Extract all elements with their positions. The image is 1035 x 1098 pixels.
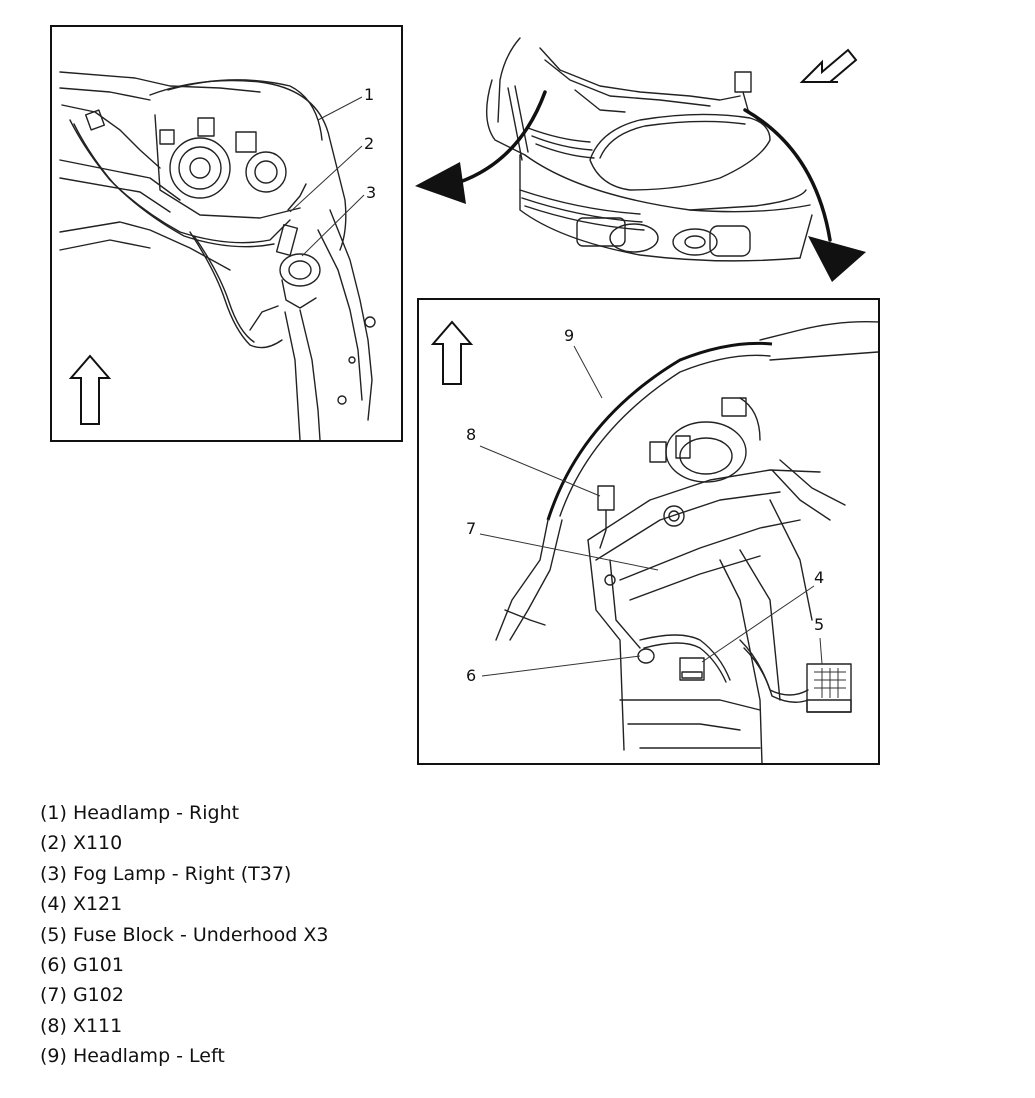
legend-item-x111: (8) X111 <box>40 1014 123 1037</box>
callout-6: 6 <box>466 666 476 685</box>
fuse-block-grid <box>814 668 846 698</box>
orientation-arrow-icon-2 <box>430 320 474 385</box>
callout-4: 4 <box>814 568 824 587</box>
panel-right-headlamp <box>50 25 403 442</box>
callout-3: 3 <box>366 183 376 202</box>
leaders-panel-a <box>289 96 365 257</box>
curved-arrow-left-icon <box>415 162 466 204</box>
left-headlamp-illustration <box>495 321 878 763</box>
vehicle-front-overview <box>485 37 813 262</box>
callout-8: 8 <box>466 425 476 444</box>
component-legend: (1) Headlamp - Right (2) X110 (3) Fog La… <box>40 798 329 1072</box>
callout-5: 5 <box>814 615 824 634</box>
legend-item-fuse-block: (5) Fuse Block - Underhood X3 <box>40 923 329 946</box>
view-direction-arrow-icon <box>799 48 858 83</box>
orientation-arrow-icon <box>68 354 112 425</box>
legend-item-fog-lamp-right: (3) Fog Lamp - Right (T37) <box>40 862 292 885</box>
legend-item-x121: (4) X121 <box>40 893 123 916</box>
callout-7: 7 <box>466 519 476 538</box>
legend-item-headlamp-right: (1) Headlamp - Right <box>40 802 240 824</box>
right-headlamp-illustration <box>59 71 376 440</box>
wiring-diagram: 1 2 3 <box>50 25 880 765</box>
callout-1: 1 <box>364 85 374 104</box>
legend-item-g101: (6) G101 <box>40 954 124 977</box>
panel-left-headlamp <box>417 298 880 765</box>
direction-arrows <box>415 90 866 282</box>
callout-2: 2 <box>364 134 374 153</box>
curved-arrow-right-icon <box>808 236 866 282</box>
legend-item-headlamp-left: (9) Headlamp - Left <box>40 1045 225 1068</box>
legend-item-g102: (7) G102 <box>40 984 124 1007</box>
leaders-panel-b <box>479 345 823 677</box>
legend-item-x110: (2) X110 <box>40 832 123 855</box>
callout-9: 9 <box>564 326 574 345</box>
